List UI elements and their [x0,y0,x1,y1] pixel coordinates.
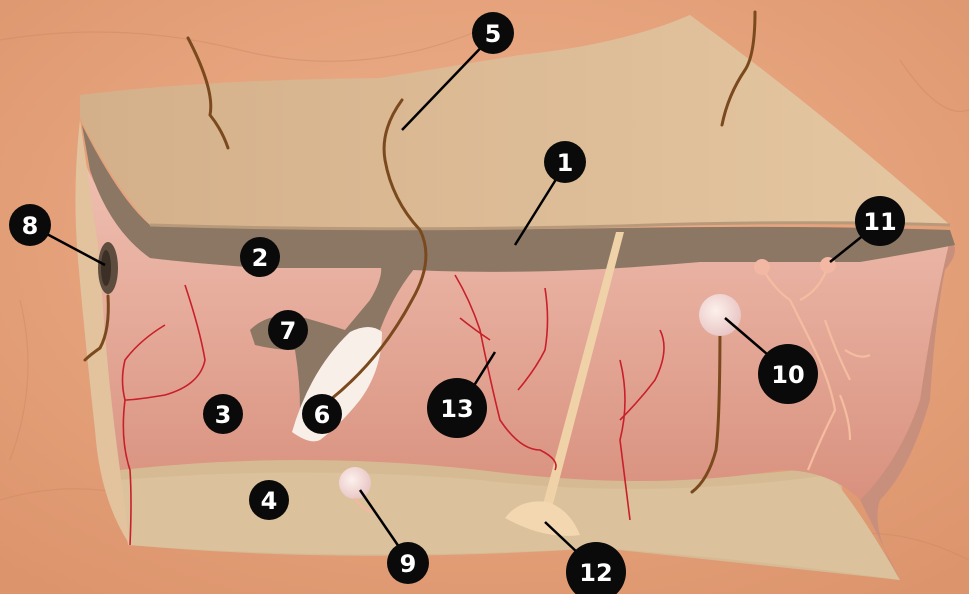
label-7: 7 [268,310,308,350]
label-2-text: 2 [252,244,269,272]
label-2: 2 [240,237,280,277]
receptor-bulb-10 [699,294,741,336]
label-11-text: 11 [863,208,896,236]
label-3-text: 3 [215,401,232,429]
receptor-bulb-9 [339,467,371,499]
label-13-text: 13 [440,395,473,423]
label-10: 10 [758,344,818,404]
label-4-text: 4 [261,487,278,515]
label-4: 4 [249,480,289,520]
nerve-ending-11a [754,259,770,275]
label-9: 9 [387,542,429,584]
label-5: 5 [472,12,514,54]
label-12-text: 12 [579,559,612,587]
label-1: 1 [544,141,586,183]
label-8: 8 [9,204,51,246]
label-7-text: 7 [280,317,297,345]
label-13: 13 [427,378,487,438]
label-8-text: 8 [22,212,39,240]
label-6-text: 6 [314,401,331,429]
label-11: 11 [855,196,905,246]
label-3: 3 [203,394,243,434]
label-6: 6 [302,394,342,434]
label-5-text: 5 [485,20,502,48]
label-10-text: 10 [771,361,804,389]
label-9-text: 9 [400,550,417,578]
label-1-text: 1 [557,149,574,177]
hair-pore-inner [101,250,111,286]
